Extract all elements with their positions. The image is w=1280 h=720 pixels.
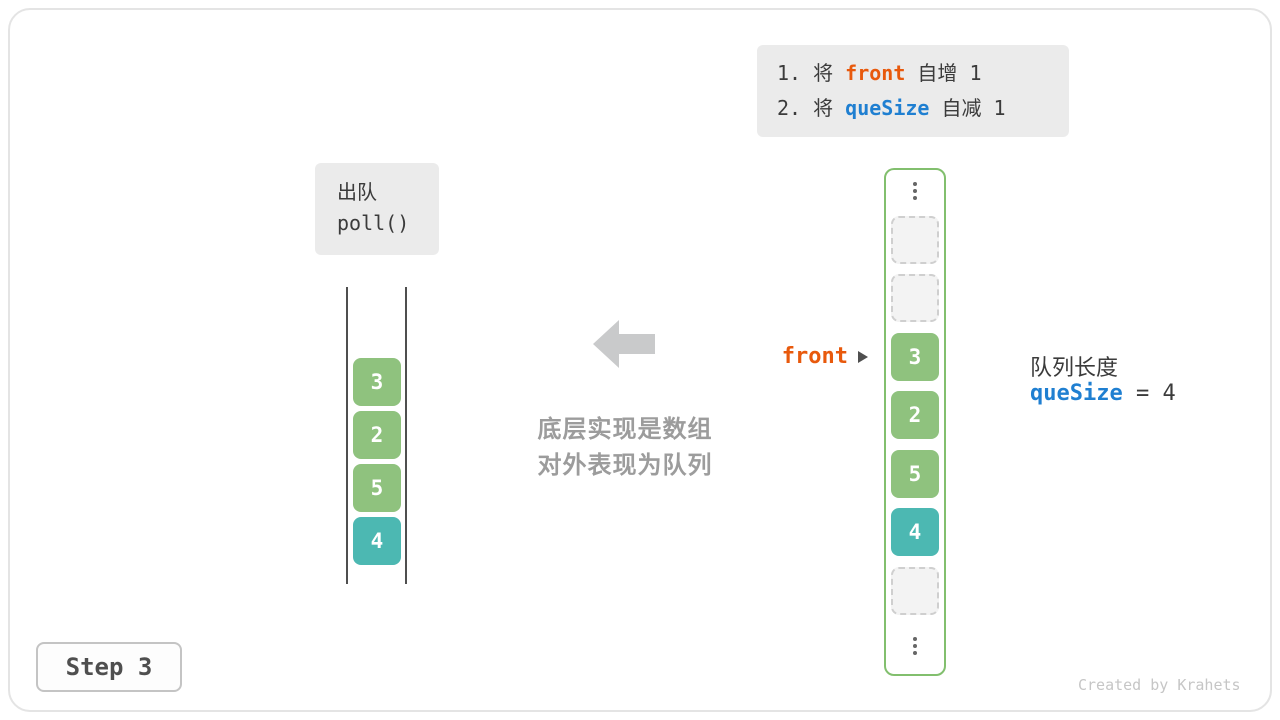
instruction-line-2: 2. 将 queSize 自减 1 [777,91,1069,126]
caption-line-1: 底层实现是数组 [537,416,713,443]
queue-wall-left [346,287,348,584]
step-badge: Step 3 [36,642,182,692]
ellipsis-bottom-icon [913,634,917,658]
queue-cell-3: 4 [353,517,401,565]
instruction-box: 1. 将 front 自增 1 2. 将 queSize 自减 1 [757,45,1069,137]
queue-size-value: queSize = 4 [1030,381,1176,407]
ellipsis-top-icon [913,179,917,203]
credit-text: Created by Krahets [1078,676,1241,694]
left-arrow-icon [593,320,655,373]
poll-operation-box: 出队 poll() [315,163,439,255]
array-cell-4: 5 [891,450,939,498]
instruction-1-prefix: 1. 将 [777,61,846,85]
page-frame [8,8,1272,712]
instruction-1-suffix: 自增 1 [905,61,982,85]
queue-cell-2: 5 [353,464,401,512]
array-cell-1 [891,274,939,322]
array-cell-2: 3 [891,333,939,381]
quesize-rest: = 4 [1122,381,1176,406]
queue-length-label: 队列长度 [1030,355,1119,380]
array-cell-3: 2 [891,391,939,439]
array-cell-0 [891,216,939,264]
instruction-line-1: 1. 将 front 自增 1 [777,56,1069,91]
instruction-2-prefix: 2. 将 [777,96,846,120]
queue-cell-1: 2 [353,411,401,459]
queue-cell-0: 3 [353,358,401,406]
keyword-front: front [845,61,906,85]
array-cell-5: 4 [891,508,939,556]
front-pointer-label: front [781,344,848,369]
instruction-2-suffix: 自减 1 [929,96,1006,120]
poll-box-code: poll() [337,211,410,235]
array-cell-6 [891,567,939,615]
quesize-variable: queSize [1030,381,1123,406]
poll-box-title: 出队 [337,182,377,204]
keyword-quesize: queSize [845,96,930,120]
middle-caption: 底层实现是数组 对外表现为队列 [460,412,790,484]
queue-wall-right [405,287,407,584]
front-pointer-icon [858,351,868,363]
caption-line-2: 对外表现为队列 [537,452,713,479]
